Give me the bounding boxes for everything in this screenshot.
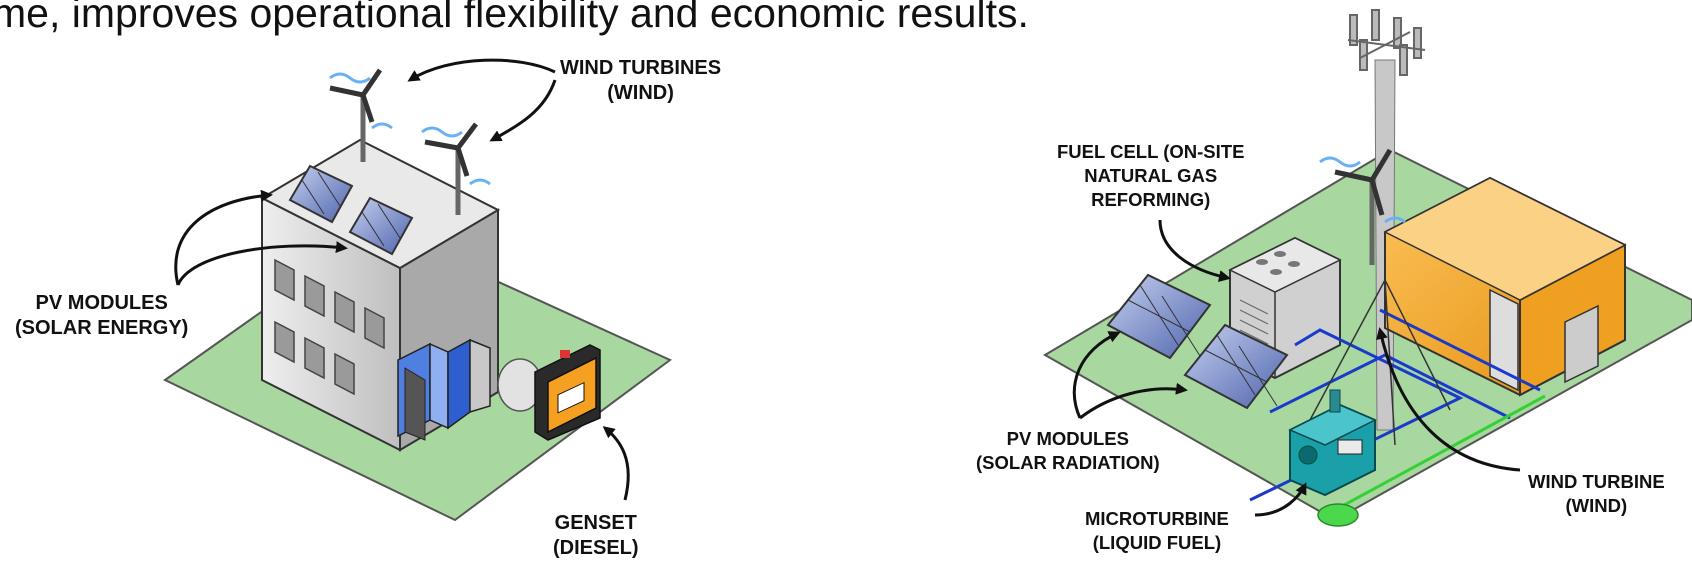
label-line: REFORMING) bbox=[1091, 189, 1211, 210]
label-genset: GENSET (DIESEL) bbox=[553, 511, 639, 561]
label-line: NATURAL GAS bbox=[1084, 165, 1218, 186]
left-arrows bbox=[174, 58, 630, 501]
label-line: PV MODULES bbox=[1006, 428, 1129, 449]
left-pv-modules bbox=[288, 164, 414, 256]
label-line: (SOLAR ENERGY) bbox=[15, 317, 189, 339]
label-microturbine: MICROTURBINE (LIQUID FUEL) bbox=[1085, 507, 1229, 555]
label-pv-modules-solar-radiation: PV MODULES (SOLAR RADIATION) bbox=[976, 427, 1160, 475]
label-wind-turbines: WIND TURBINES (WIND) bbox=[560, 56, 721, 106]
label-line: MICROTURBINE bbox=[1085, 508, 1229, 529]
label-line: (SOLAR RADIATION) bbox=[976, 452, 1160, 473]
label-line: (DIESEL) bbox=[553, 537, 639, 559]
label-line: (WIND) bbox=[1565, 495, 1628, 516]
caption-text: me, improves operational flexibility and… bbox=[0, 0, 1029, 36]
green-grid-connector bbox=[1317, 503, 1359, 527]
label-line: PV MODULES bbox=[35, 292, 168, 314]
shipping-container bbox=[1383, 176, 1627, 397]
right-arrows bbox=[1072, 219, 1521, 517]
label-line: (WIND) bbox=[607, 82, 674, 104]
genset-unit bbox=[497, 344, 601, 441]
right-pv-modules bbox=[1106, 273, 1289, 410]
label-line: FUEL CELL (ON-SITE bbox=[1057, 141, 1245, 162]
label-line: WIND TURBINE bbox=[1528, 471, 1665, 492]
label-fuel-cell: FUEL CELL (ON-SITE NATURAL GAS REFORMING… bbox=[1057, 140, 1244, 212]
left-wind-turbines bbox=[329, 68, 491, 215]
label-pv-modules-solar-energy: PV MODULES (SOLAR ENERGY) bbox=[15, 291, 188, 341]
label-wind-turbine: WIND TURBINE (WIND) bbox=[1528, 470, 1665, 518]
microturbine-unit bbox=[1288, 389, 1377, 497]
label-line: (LIQUID FUEL) bbox=[1092, 532, 1222, 553]
right-wind-turbine bbox=[1319, 148, 1406, 265]
office-building bbox=[259, 138, 501, 452]
label-line: GENSET bbox=[554, 512, 637, 534]
label-line: WIND TURBINES bbox=[560, 57, 722, 79]
